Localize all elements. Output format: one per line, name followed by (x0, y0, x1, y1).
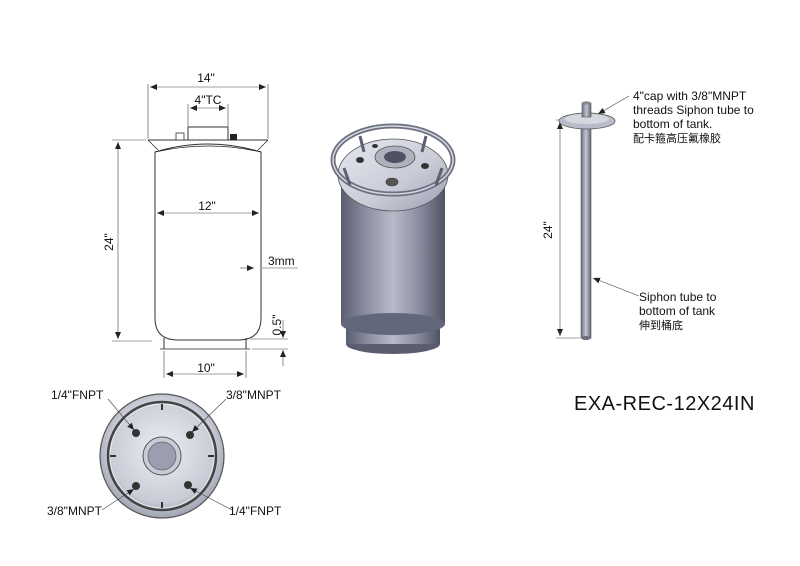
tube-note-line1: Siphon tube to (639, 290, 717, 304)
label-port-top-right: 3/8"MNPT (226, 388, 282, 402)
port-top-left (132, 429, 140, 437)
dim-inner-width: 12" (198, 199, 216, 213)
tube-note-cn: 伸到桶底 (639, 318, 683, 332)
siphon-tube (580, 124, 592, 339)
side-port-right (230, 134, 237, 140)
tube-note-line2: bottom of tank (639, 304, 716, 318)
dim-width-top: 14" (197, 71, 215, 85)
port-top-right (186, 431, 194, 439)
port-bottom-left (132, 482, 140, 490)
label-port-bottom-left: 3/8"MNPT (47, 504, 103, 518)
top-view: 1/4"FNPT 3/8"MNPT 3/8"MNPT 1/4"FNPT (47, 388, 282, 519)
dim-tc-size: 4"TC (195, 93, 222, 107)
isometric-render (330, 123, 456, 354)
top-ring-view (106, 400, 218, 512)
port-bottom-right (184, 481, 192, 489)
label-port-top-left: 1/4"FNPT (51, 388, 104, 402)
side-port-left (175, 132, 185, 141)
tank-top-dome (154, 145, 262, 153)
label-port-bottom-right: 1/4"FNPT (229, 504, 282, 518)
dim-base-width: 10" (197, 361, 215, 375)
cap-note-line1: 4"cap with 3/8"MNPT (633, 89, 747, 103)
dim-siphon-length: 24" (541, 221, 555, 239)
siphon-view: 24" 4"cap with 3/8"MNPT threads Siphon t… (541, 89, 754, 340)
dim-wall: 3mm (268, 254, 295, 268)
dim-leg-height: 0.5" (270, 315, 284, 336)
tc-ferrule (187, 126, 229, 141)
front-view: 14" 4"TC 12" 24" 3mm 0.5" 10" (102, 71, 298, 378)
cap-note-line2: threads Siphon tube to (633, 103, 754, 117)
part-number: EXA-REC-12X24IN (574, 393, 755, 415)
cap-note-cn: 配卡箍高压氟橡胶 (633, 131, 721, 145)
dim-height: 24" (102, 233, 116, 251)
tank-body-outline (154, 143, 262, 341)
cap-note-line3: bottom of tank. (633, 117, 712, 131)
